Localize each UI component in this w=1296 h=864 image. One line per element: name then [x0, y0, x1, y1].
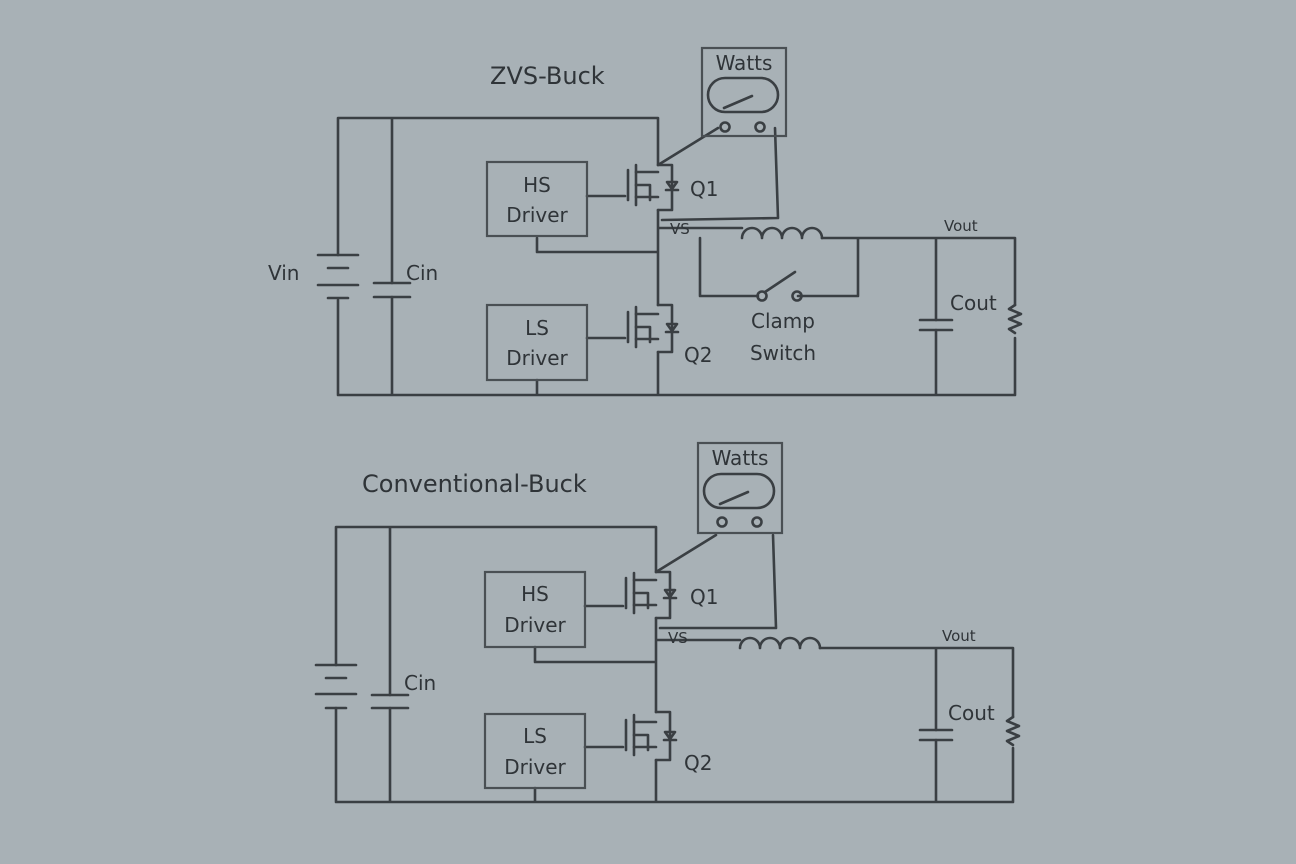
zvs-buck-circuit: ZVS-Buck [268, 46, 1023, 397]
conv-cout-capacitor [918, 728, 954, 742]
conv-ls-driver-label: Driver [504, 755, 566, 779]
zvs-wiring [336, 116, 1017, 397]
conv-q2-label: Q2 [684, 751, 712, 775]
conv-load-resistor [1005, 715, 1021, 747]
conv-ls-driver-box [483, 712, 587, 790]
zvs-meter-label: Watts [716, 51, 773, 75]
zvs-hs-driver-box [485, 160, 589, 238]
zvs-clamp-label: Clamp [751, 309, 815, 333]
conv-hs-label: HS [521, 582, 549, 606]
conv-ls-label: LS [523, 724, 547, 748]
conv-vin-battery [314, 663, 358, 710]
zvs-q2-mosfet [626, 303, 680, 354]
conv-meter-label: Watts [712, 446, 769, 470]
zvs-hs-driver-label: Driver [506, 203, 568, 227]
conv-watt-meter [696, 441, 784, 535]
zvs-q2-label: Q2 [684, 343, 712, 367]
zvs-vs-label: VS [670, 220, 690, 238]
zvs-cout-label: Cout [950, 291, 997, 315]
conv-cout-label: Cout [948, 701, 995, 725]
zvs-ls-driver-box [485, 303, 589, 382]
conv-q1-label: Q1 [690, 585, 718, 609]
zvs-watt-meter [700, 46, 788, 138]
zvs-hs-label: HS [523, 173, 551, 197]
conv-cin-label: Cin [404, 671, 436, 695]
zvs-cin-capacitor [372, 281, 412, 299]
zvs-ls-label: LS [525, 316, 549, 340]
conv-buck-circuit: Conventional-Buck [314, 441, 1021, 804]
conv-vs-label: VS [668, 629, 688, 647]
conv-cin-capacitor [370, 693, 410, 710]
zvs-vin-label: Vin [268, 261, 299, 285]
conv-inductor [738, 636, 822, 650]
zvs-ls-driver-label: Driver [506, 346, 568, 370]
zvs-q1-label: Q1 [690, 177, 718, 201]
zvs-title: ZVS-Buck [490, 62, 605, 90]
zvs-vout-label: Vout [944, 217, 978, 235]
zvs-switch-label: Switch [750, 341, 816, 365]
conv-wiring [334, 525, 1015, 804]
zvs-q1-mosfet [626, 163, 680, 212]
conv-hs-driver-label: Driver [504, 613, 566, 637]
zvs-cin-label: Cin [406, 261, 438, 285]
zvs-load-resistor [1007, 303, 1023, 335]
conv-hs-driver-box [483, 570, 587, 649]
conv-q2-mosfet [624, 710, 678, 762]
zvs-clamp-switch [756, 270, 803, 302]
zvs-cout-capacitor [918, 318, 954, 332]
zvs-vin-battery [316, 253, 360, 300]
zvs-inductor [740, 226, 824, 240]
conv-q1-mosfet [624, 570, 678, 620]
conv-vout-label: Vout [942, 627, 976, 645]
conv-title: Conventional-Buck [362, 470, 587, 498]
